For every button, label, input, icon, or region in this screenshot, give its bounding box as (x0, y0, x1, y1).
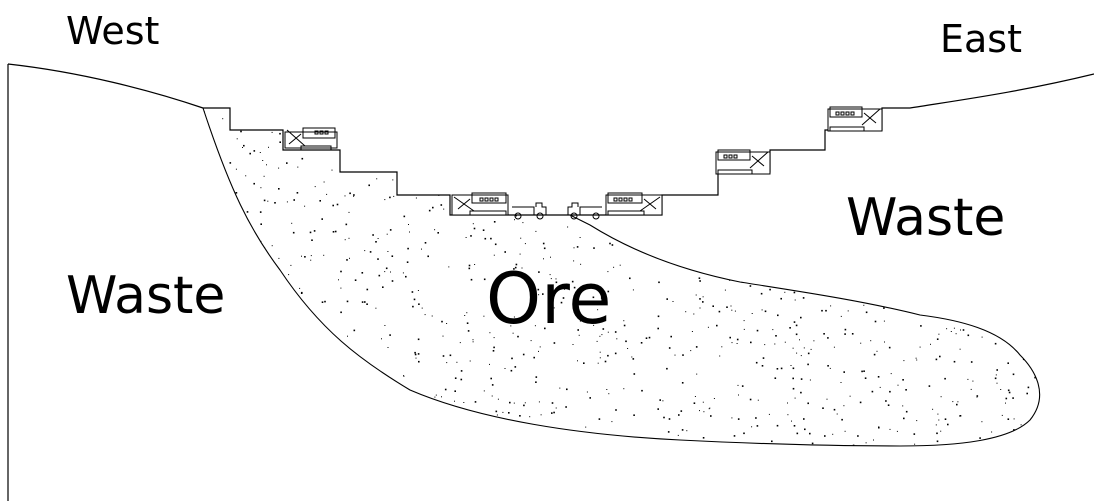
east-label: East (940, 20, 1022, 58)
ore-stipple-texture (201, 106, 1051, 451)
ore-label: Ore (486, 264, 611, 334)
shovel-icon (828, 107, 882, 131)
shovel-icon (452, 193, 508, 215)
waste-right-label: Waste (846, 192, 1005, 244)
west-label: West (66, 12, 159, 50)
waste-left-label: Waste (66, 270, 225, 322)
shovel-icon (285, 128, 337, 150)
ore-body-outline (203, 108, 1040, 446)
shovel-icon (716, 150, 770, 174)
shovel-icon (606, 193, 662, 215)
mining-equipment (285, 107, 882, 219)
haul-truck-icon (512, 203, 546, 219)
